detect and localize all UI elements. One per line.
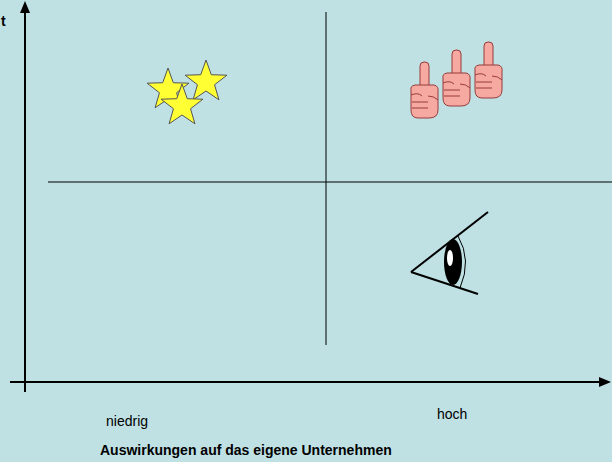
- y-axis: [24, 10, 26, 392]
- axis-title: t: [1, 13, 6, 30]
- axis-title: Auswirkungen auf das eigene Unternehmen: [100, 442, 392, 459]
- star-symbols: [147, 60, 227, 124]
- quadrant-divider: [326, 12, 327, 345]
- x-axis-arrowhead: [599, 377, 611, 387]
- axis-tick-label: hoch: [437, 406, 467, 423]
- x-axis: [10, 381, 600, 383]
- quadrant-divider: [48, 182, 612, 183]
- y-axis-arrowhead: [20, 1, 30, 13]
- raised-finger-symbols: [411, 42, 502, 118]
- axis-tick-label: niedrig: [106, 413, 148, 430]
- eye-symbol: [411, 212, 488, 294]
